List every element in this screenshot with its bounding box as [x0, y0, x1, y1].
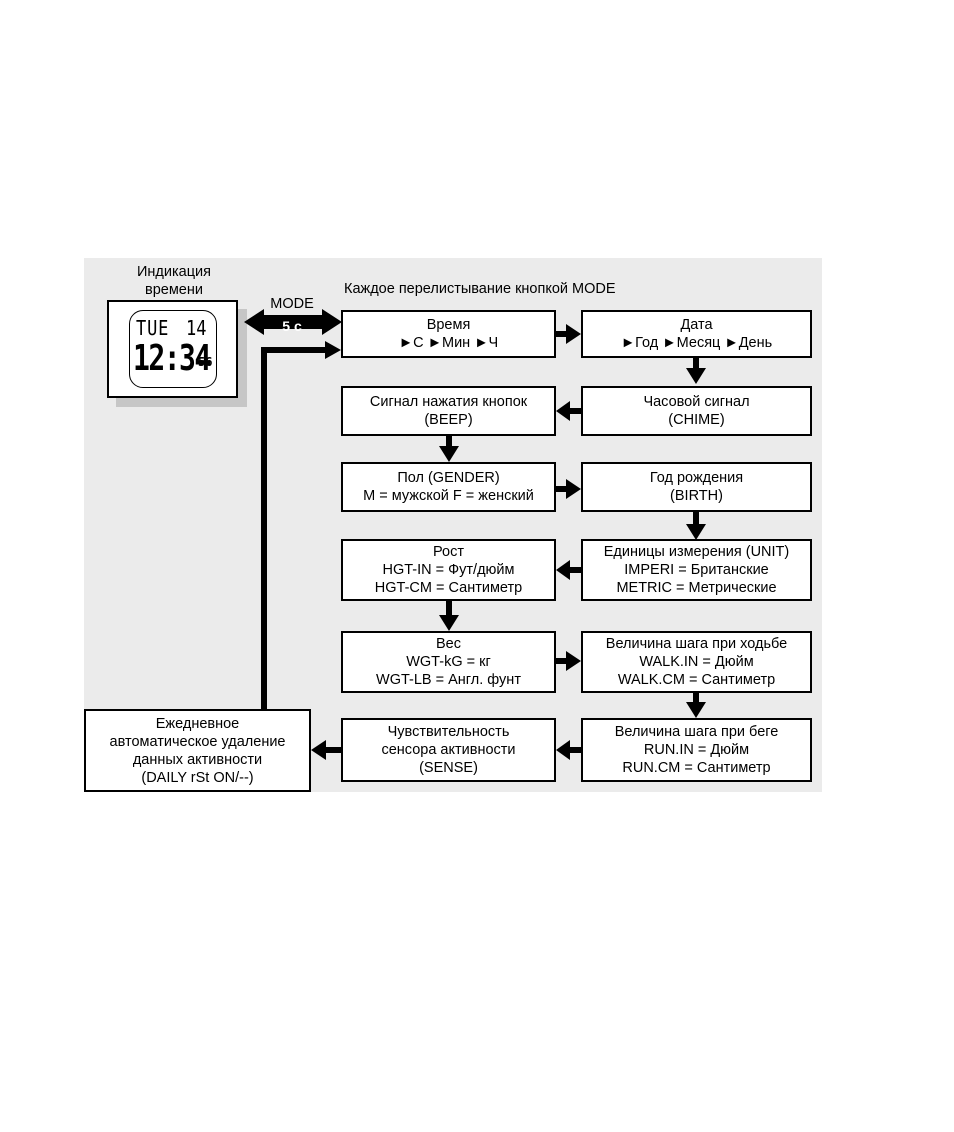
arrow-walk-run: [686, 702, 706, 718]
mode-hold-arrow: [244, 309, 342, 335]
box-date-title: Дата: [680, 317, 713, 333]
box-date-detail: ►Год ►Месяц ►День: [620, 335, 773, 351]
box-time-detail: ►С ►Мин ►Ч: [398, 335, 499, 351]
box-daily-line-1: Ежедневное: [155, 715, 240, 732]
box-weight-title: Вес: [436, 636, 461, 652]
box-run-inch: RUN.IN = Дюйм: [643, 742, 750, 758]
hold-duration-label: 5 с: [282, 318, 302, 334]
box-height-cm: HGT-CM = Сантиметр: [374, 580, 523, 596]
box-chime: Часовой сигнал (CHIME): [581, 386, 812, 436]
box-walk-inch: WALK.IN = Дюйм: [639, 654, 754, 670]
box-walk-cm: WALK.CM = Сантиметр: [617, 672, 776, 688]
lcd-seconds: 56: [198, 355, 213, 369]
box-unit-imperial: IMPERI = Британские: [624, 562, 769, 578]
box-chime-title: Часовой сигнал: [643, 394, 750, 410]
watch-title: Индикация времени: [108, 263, 240, 299]
box-daily-line-2: автоматическое удаление: [109, 733, 286, 750]
box-weight-lb: WGT-LB = Англ. фунт: [376, 672, 521, 688]
arrow-sense-daily: [311, 740, 326, 760]
box-birth-title: Год рождения: [649, 470, 744, 486]
box-daily-code: (DAILY rSt ON/--): [141, 769, 254, 786]
box-time: Время ►С ►Мин ►Ч: [341, 310, 556, 358]
lcd-day: TUE: [136, 316, 170, 340]
box-sense: Чувствительность сенсора активности (SEN…: [341, 718, 556, 782]
watch-title-line-2: времени: [145, 282, 203, 298]
box-date: Дата ►Год ►Месяц ►День: [581, 310, 812, 358]
box-gender-title: Пол (GENDER): [397, 470, 500, 486]
box-unit: Единицы измерения (UNIT) IMPERI = Британ…: [581, 539, 812, 601]
arrow-weight-walk: [566, 651, 581, 671]
arrow-run-sense: [556, 740, 570, 760]
arrow-gender-birth: [566, 479, 581, 499]
box-daily-reset: Ежедневное автоматическое удаление данны…: [84, 709, 311, 792]
box-walk: Величина шага при ходьбе WALK.IN = Дюйм …: [581, 631, 812, 693]
return-arrow-head: [325, 341, 341, 359]
arrow-chime-beep: [556, 401, 570, 421]
arrow-time-date: [566, 324, 581, 344]
box-beep-detail: (BEEP): [424, 412, 473, 428]
watch-face: TUE 14 12:34 56: [107, 300, 238, 398]
box-gender-detail: M = мужской F = женский: [363, 488, 534, 504]
box-height: Рост HGT-IN = Фут/дюйм HGT-CM = Сантимет…: [341, 539, 556, 601]
box-height-inch: HGT-IN = Фут/дюйм: [382, 562, 515, 578]
box-chime-detail: (CHIME): [668, 412, 725, 428]
box-beep-title: Сигнал нажатия кнопок: [369, 394, 528, 410]
header-label: Каждое перелистывание кнопкой MODE: [344, 281, 616, 297]
box-time-title: Время: [426, 317, 471, 333]
box-unit-metric: METRIC = Метрические: [616, 580, 777, 596]
box-run-cm: RUN.CM = Сантиметр: [622, 760, 771, 776]
box-daily-line-3: данных активности: [132, 751, 263, 768]
arrow-birth-unit: [686, 524, 706, 540]
box-walk-title: Величина шага при ходьбе: [605, 636, 788, 652]
lcd-display: TUE 14 12:34 56: [129, 310, 217, 388]
box-birth: Год рождения (BIRTH): [581, 462, 812, 512]
mode-label: MODE: [270, 296, 314, 312]
box-birth-detail: (BIRTH): [670, 488, 723, 504]
box-sense-subtitle: сенсора активности: [381, 742, 516, 758]
box-weight: Вес WGT-kG = кг WGT-LB = Англ. фунт: [341, 631, 556, 693]
box-height-title: Рост: [433, 544, 464, 560]
box-beep: Сигнал нажатия кнопок (BEEP): [341, 386, 556, 436]
lcd-time: 12:34: [133, 338, 211, 379]
box-sense-code: (SENSE): [419, 760, 478, 776]
arrow-unit-height: [556, 560, 570, 580]
box-sense-title: Чувствительность: [387, 724, 510, 740]
arrow-beep-gender: [439, 446, 459, 462]
box-run-title: Величина шага при беге: [614, 724, 779, 740]
arrow-height-weight: [439, 615, 459, 631]
lcd-date: 14: [186, 316, 207, 340]
box-gender: Пол (GENDER) M = мужской F = женский: [341, 462, 556, 512]
box-run: Величина шага при беге RUN.IN = Дюйм RUN…: [581, 718, 812, 782]
return-line-horizontal: [261, 347, 325, 353]
box-unit-title: Единицы измерения (UNIT): [603, 544, 790, 560]
watch-title-line-1: Индикация: [137, 264, 211, 280]
box-weight-kg: WGT-kG = кг: [406, 654, 491, 670]
return-line-vertical: [261, 347, 267, 709]
arrow-date-chime: [686, 368, 706, 384]
